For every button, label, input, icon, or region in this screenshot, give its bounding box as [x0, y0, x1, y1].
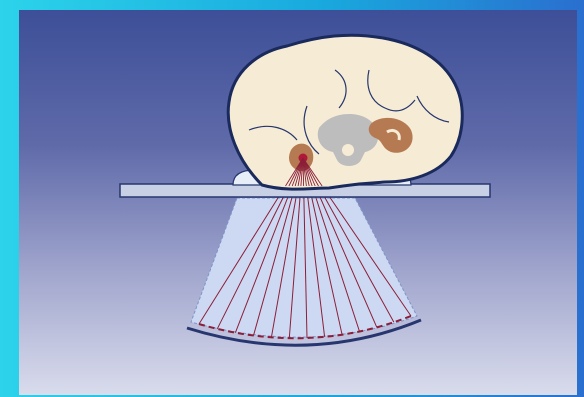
diagram-panel [19, 10, 577, 395]
body-cross-section [228, 35, 462, 189]
diagram-canvas [19, 10, 577, 395]
spinal-canal [342, 144, 354, 156]
body-outline [228, 35, 462, 189]
